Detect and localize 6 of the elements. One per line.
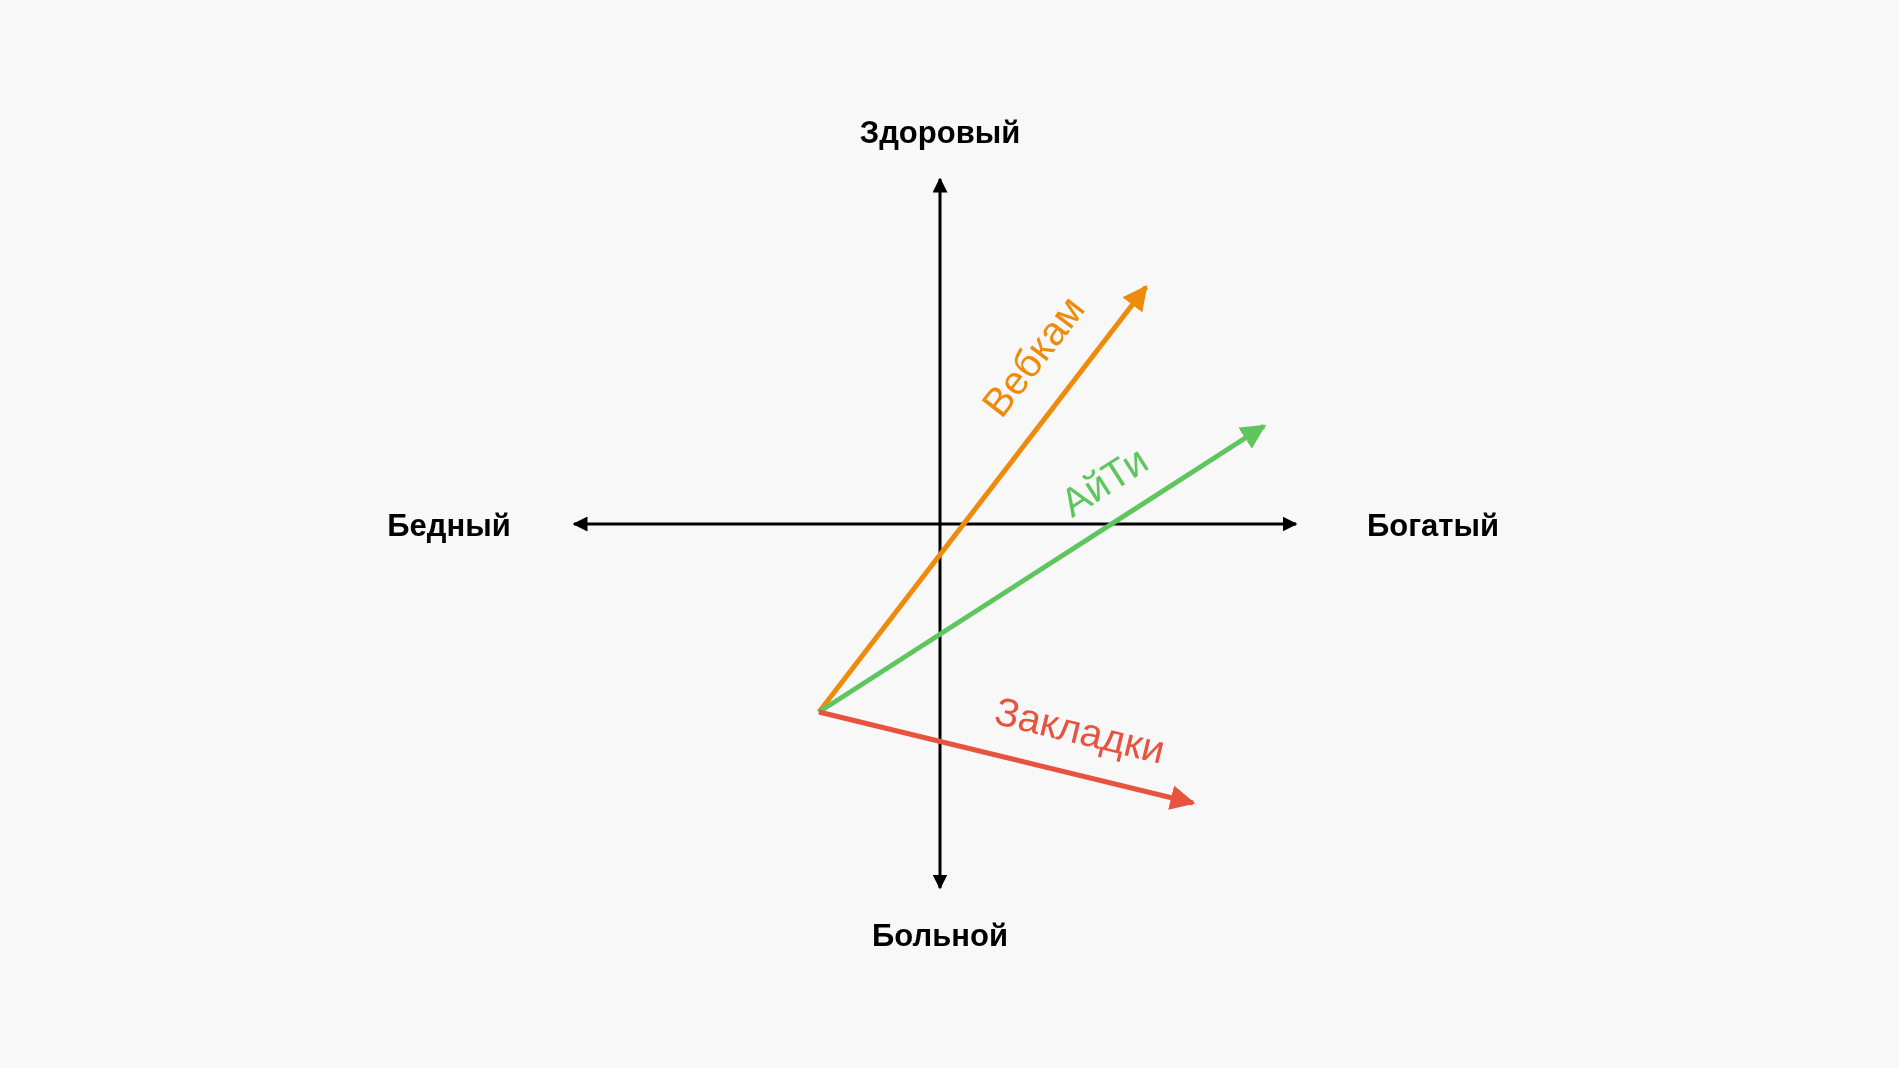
arrow-label: АйТи: [1052, 437, 1156, 525]
arrow-label: Закладки: [990, 688, 1170, 772]
axis-label: Богатый: [1366, 508, 1500, 544]
axis-label: Бедный: [387, 508, 511, 544]
axis-label: Больной: [872, 918, 1008, 954]
axis-label: Здоровый: [859, 115, 1021, 151]
